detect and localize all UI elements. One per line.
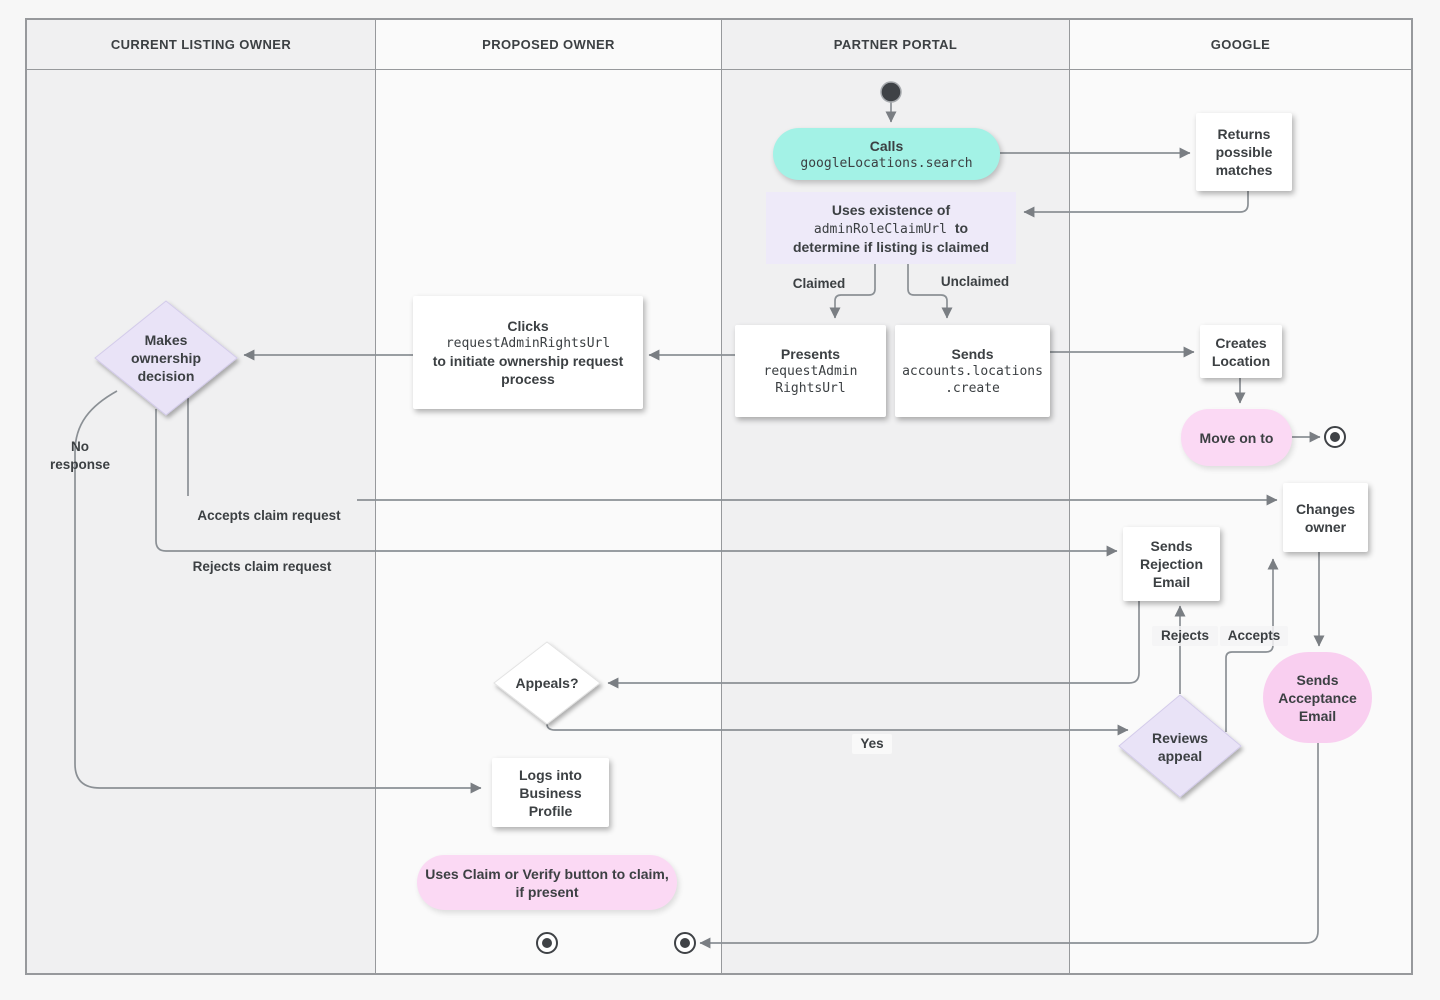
node-move-on-to: Move on to bbox=[1181, 409, 1292, 466]
node-code: adminRoleClaimUrl bbox=[813, 221, 947, 237]
node-label: Changes owner bbox=[1295, 500, 1356, 535]
node-uses-claim-or-verify-button: Uses Claim or Verify button to claim, if… bbox=[417, 855, 677, 910]
lane-header-current-listing-owner: CURRENT LISTING OWNER bbox=[27, 20, 375, 70]
edge-label-claimed: Claimed bbox=[792, 276, 846, 291]
node-title: Sends bbox=[951, 346, 994, 362]
node-sends-rejection-email: Sends Rejection Email bbox=[1123, 527, 1220, 601]
node-line2-rest: to bbox=[954, 219, 969, 236]
node-presents-requestadminrightsurl: Presents requestAdmin RightsUrl bbox=[735, 325, 886, 417]
node-code-line1: accounts.locations bbox=[902, 364, 1043, 379]
node-label: Creates Location bbox=[1211, 334, 1271, 369]
lane-proposed-owner: PROPOSED OWNER bbox=[375, 20, 721, 973]
lane-header-partner-portal: PARTNER PORTAL bbox=[722, 20, 1069, 70]
lane-header-google: GOOGLE bbox=[1070, 20, 1411, 70]
edge-label-unclaimed: Unclaimed bbox=[940, 274, 1010, 289]
node-logs-into-business-profile: Logs into Business Profile bbox=[492, 758, 609, 827]
lane-header-proposed-owner: PROPOSED OWNER bbox=[376, 20, 721, 70]
node-changes-owner: Changes owner bbox=[1283, 483, 1368, 552]
node-label: Returns possible matches bbox=[1215, 126, 1273, 178]
node-line2: adminRoleClaimUrl to bbox=[814, 219, 968, 238]
node-title: Presents bbox=[780, 346, 841, 362]
node-label: Sends Rejection Email bbox=[1139, 538, 1203, 590]
edge-label-no-response: No response bbox=[49, 439, 111, 472]
node-code: requestAdminRightsUrl bbox=[445, 336, 611, 351]
node-code: googleLocations.search bbox=[800, 155, 973, 171]
node-calls-googlelocations-search: Calls googleLocations.search bbox=[773, 128, 1000, 180]
edge-label-accepts: Accepts bbox=[1220, 626, 1288, 646]
node-sends-acceptance-email: Sends Acceptance Email bbox=[1263, 652, 1372, 743]
edge-label-rejects-claim-request: Rejects claim request bbox=[192, 559, 332, 574]
node-line1: Uses existence of bbox=[831, 201, 951, 218]
node-creates-location: Creates Location bbox=[1200, 325, 1282, 378]
node-label: Sends Acceptance Email bbox=[1278, 671, 1357, 724]
node-clicks-requestadminrightsurl: Clicks requestAdminRightsUrl to initiate… bbox=[413, 296, 643, 409]
node-label: Move on to bbox=[1199, 429, 1274, 446]
node-title: Clicks bbox=[507, 318, 549, 334]
node-code-line2: .create bbox=[945, 381, 1000, 396]
node-sends-accounts-locations-create: Sends accounts.locations .create bbox=[895, 325, 1050, 417]
node-rest: to initiate ownership request process bbox=[432, 353, 624, 387]
node-label: Uses Claim or Verify button to claim, if… bbox=[425, 865, 669, 900]
node-label: Logs into Business Profile bbox=[519, 766, 582, 819]
lane-current-listing-owner: CURRENT LISTING OWNER bbox=[27, 20, 375, 973]
node-title: Calls bbox=[869, 137, 904, 154]
edge-label-rejects: Rejects bbox=[1152, 626, 1218, 646]
node-returns-possible-matches: Returns possible matches bbox=[1196, 113, 1292, 191]
node-uses-existence-adminroleclaimurl: Uses existence of adminRoleClaimUrl to d… bbox=[766, 192, 1016, 264]
edge-label-accepts-claim-request: Accepts claim request bbox=[197, 508, 341, 523]
node-code-line2: RightsUrl bbox=[775, 381, 846, 396]
node-line3: determine if listing is claimed bbox=[792, 238, 990, 255]
node-code-line1: requestAdmin bbox=[763, 364, 858, 379]
edge-label-yes: Yes bbox=[852, 734, 892, 754]
